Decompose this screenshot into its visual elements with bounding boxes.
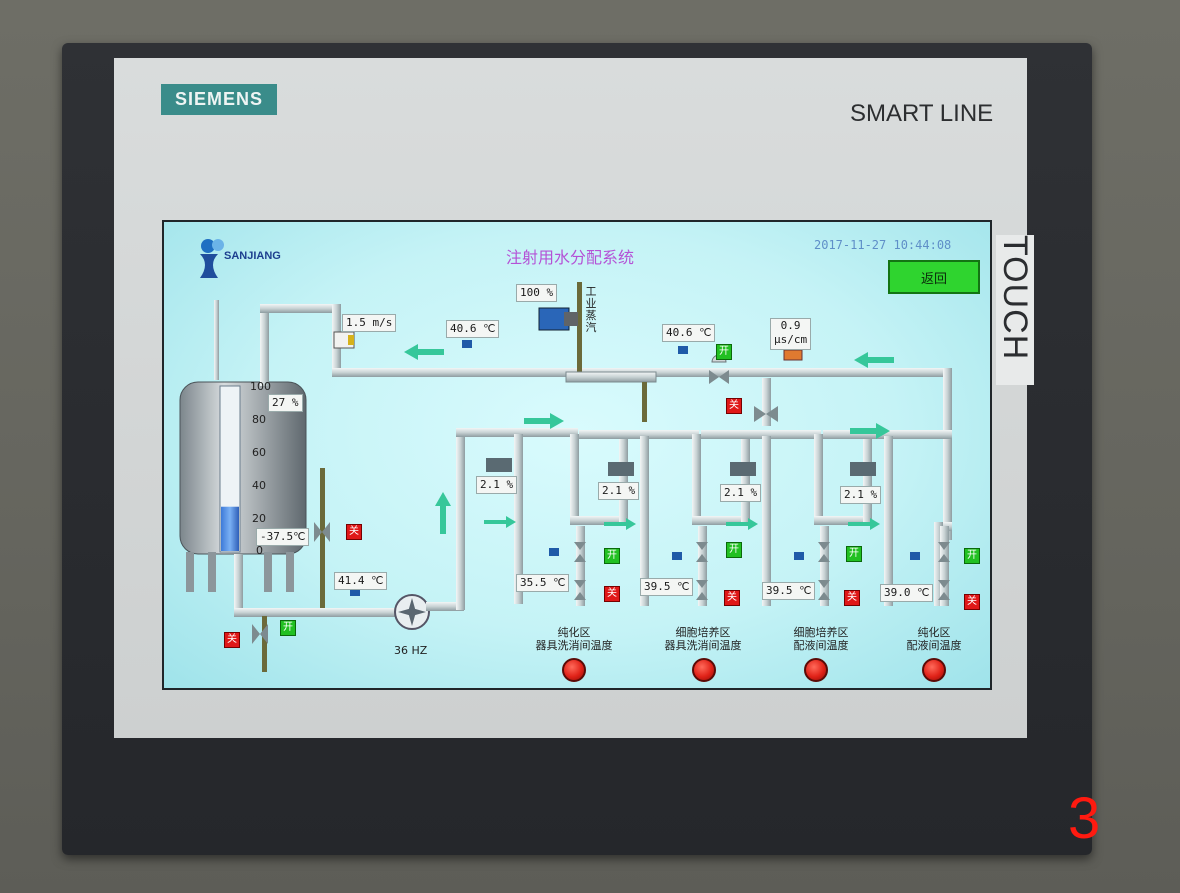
tank-outlet-valve-open-badge[interactable]: 开 (280, 620, 296, 636)
tank-leg (208, 552, 216, 592)
branch-loops (514, 430, 952, 606)
branch-3-label: 细胞培养区 配液间温度 (776, 626, 866, 652)
branch-2-open-badge[interactable]: 开 (726, 542, 742, 558)
branch-1-label: 纯化区 器具洗消间温度 (524, 626, 624, 652)
branch-2-label-line1: 细胞培养区 (675, 626, 731, 639)
drain-valve-closed-badge[interactable]: 关 (726, 398, 742, 414)
branch-1-closed-badge[interactable]: 关 (604, 586, 620, 602)
branch-3-flow: 2.1 % (720, 484, 762, 502)
branch-3-temp: 39.5 ℃ (762, 582, 816, 600)
touch-label: TOUCH (996, 235, 1034, 361)
tank-scale-tick: 100 (250, 380, 271, 393)
sanjiang-logo-text: SANJIANG (224, 250, 281, 262)
tank-outlet-pipe (234, 554, 243, 616)
tank-leg (264, 552, 272, 592)
branch-3-label-line1: 细胞培养区 (793, 626, 849, 639)
branch-4-closed-badge[interactable]: 关 (964, 594, 980, 610)
main-valve-open-badge[interactable]: 开 (716, 344, 732, 360)
branch-3-open-badge[interactable]: 开 (846, 546, 862, 562)
conductivity-display: 0.9 μs/cm (770, 318, 812, 350)
steam-drain-pipe (642, 382, 647, 422)
steam-return-line (320, 468, 325, 608)
branch-4-open-badge[interactable]: 开 (964, 548, 980, 564)
loop-right-riser (943, 368, 952, 540)
tank-leg (286, 552, 294, 592)
process-diagram (179, 282, 952, 672)
branch-flow-meters (486, 458, 876, 476)
hmi-screen: SANJIANG 注射用水分配系统 2017-11-27 10:44:08 返回… (162, 220, 992, 690)
tank-level-fill (221, 506, 239, 551)
main-valve (709, 370, 729, 384)
branch-valves (252, 522, 950, 644)
branch-2-alarm-lamp (692, 658, 716, 682)
branch-3-closed-badge[interactable]: 关 (844, 590, 860, 606)
heat-exchanger (565, 371, 657, 383)
tank-temp-display: -37.5℃ (256, 528, 310, 546)
steam-valve-display: 100 % (516, 284, 558, 302)
hmi-datetime: 2017-11-27 10:44:08 (814, 238, 952, 252)
drain-branch (762, 378, 771, 426)
branch-2-closed-badge[interactable]: 关 (724, 590, 740, 606)
branch-4-label: 纯化区 配液间温度 (894, 626, 974, 652)
branch-4-temp: 39.0 ℃ (880, 584, 934, 602)
tank-scale-tick: 80 (252, 413, 266, 426)
tank-scale-tick: 60 (252, 446, 266, 459)
tank-vent-pipe (214, 300, 219, 380)
steam-label: 工业蒸汽 (585, 285, 597, 334)
branch-4-alarm-lamp (922, 658, 946, 682)
steam-return-valve-closed-badge[interactable]: 关 (346, 524, 362, 540)
flow-arrows (404, 344, 894, 534)
series-label: SMART LINE (850, 100, 994, 127)
drain-valve (754, 406, 778, 422)
tank-leg (186, 552, 194, 592)
pump-impeller (398, 598, 426, 626)
branch-2-label: 细胞培养区 器具洗消间温度 (648, 626, 758, 652)
flow-meter-display (348, 335, 354, 345)
temperature-sensors (350, 340, 920, 596)
pump-suction-pipe (234, 608, 402, 617)
branch-2-flow: 2.1 % (598, 482, 640, 500)
supply-temp-display: 40.6 ℃ (662, 324, 716, 342)
supply-riser (456, 432, 465, 610)
touch-label-strip: TOUCH (996, 235, 1034, 385)
tank-scale-tick: 20 (252, 512, 266, 525)
drain-line (262, 616, 267, 672)
branch-4-label-line1: 纯化区 (917, 626, 951, 639)
steam-valve-body (564, 312, 578, 326)
branch-3-alarm-lamp (804, 658, 828, 682)
page-number: 3 (1068, 786, 1101, 851)
pump-discharge-pipe (426, 602, 464, 611)
conductivity-sensor (783, 349, 803, 361)
branch-1-temp: 35.5 ℃ (516, 574, 570, 592)
tank-level-display: 27 % (268, 394, 303, 412)
flow-rate-display: 1.5 m/s (342, 314, 397, 332)
branch-1-label-line2: 器具洗消间温度 (535, 639, 613, 652)
branch-2-temp: 39.5 ℃ (640, 578, 694, 596)
branch-3-label-line2: 配液间温度 (793, 639, 849, 652)
branch-1-label-line1: 纯化区 (557, 626, 591, 639)
siemens-logo: SIEMENS (161, 84, 277, 115)
return-pipe-top (260, 304, 340, 313)
branch-2-label-line2: 器具洗消间温度 (664, 639, 742, 652)
sanjiang-logo (194, 236, 294, 280)
tank-scale-tick: 40 (252, 479, 266, 492)
pump-outlet-temp-display: 41.4 ℃ (334, 572, 388, 590)
drain-line-valve-closed-badge[interactable]: 关 (224, 632, 240, 648)
supply-header-1 (456, 428, 578, 437)
branch-4-label-line2: 配液间温度 (906, 639, 962, 652)
steam-pipe (577, 282, 582, 382)
return-temp-display: 40.6 ℃ (446, 320, 500, 338)
branch-1-flow: 2.1 % (476, 476, 518, 494)
branch-1-alarm-lamp (562, 658, 586, 682)
return-pipe-tank (260, 306, 269, 386)
conductivity-unit: μs/cm (774, 333, 808, 346)
hmi-title: 注射用水分配系统 (506, 248, 635, 267)
branch-1-open-badge[interactable]: 开 (604, 548, 620, 564)
pump-frequency: 36 HZ (394, 644, 428, 657)
branch-4-flow: 2.1 % (840, 486, 882, 504)
return-button[interactable]: 返回 (888, 260, 980, 294)
tank-scale-tick: 0 (256, 544, 263, 557)
conductivity-value: 0.9 (780, 319, 801, 332)
